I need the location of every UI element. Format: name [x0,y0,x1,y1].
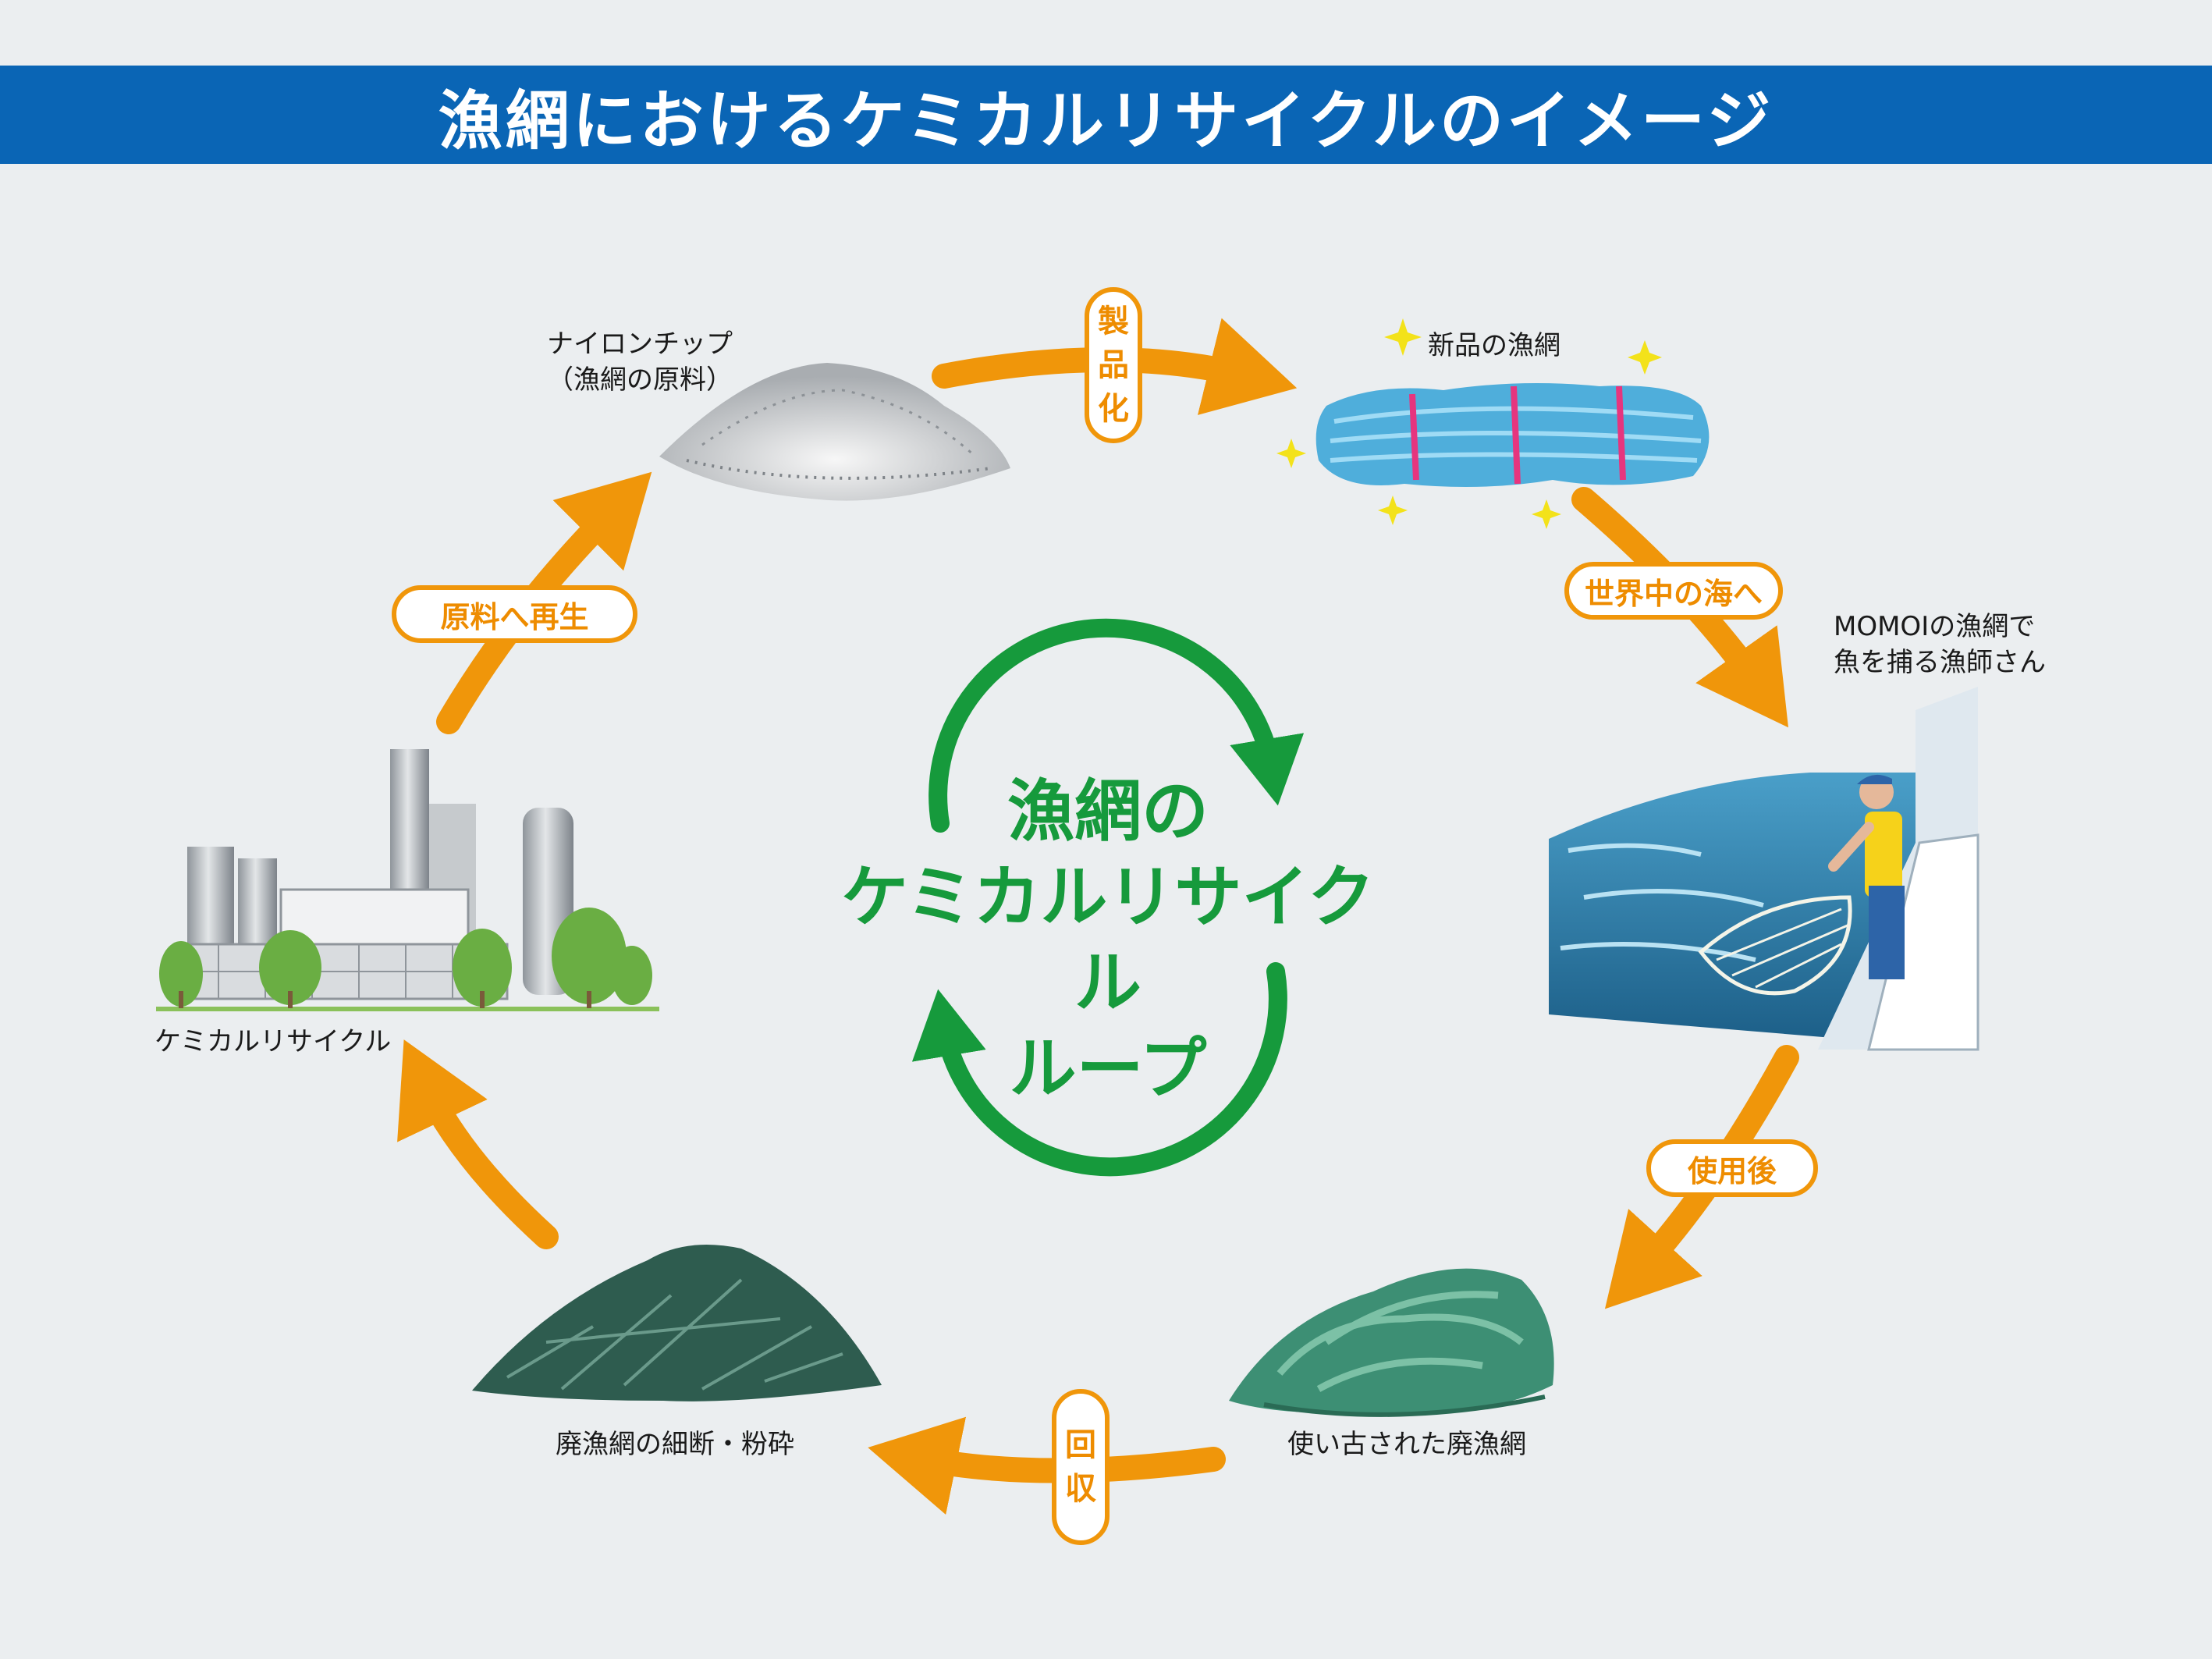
new-net-bundle-image [1276,318,1710,529]
step-char: 製 [1098,304,1129,339]
green-loop-arrow-bottom [911,962,1287,1177]
orange-arrow-to-recycling [397,1039,559,1249]
title-banner: 漁網におけるケミカルリサイクルのイメージ [0,66,2212,164]
center-loop-title: 漁網の ケミカルリサイクル ループ [811,769,1404,1112]
shredded-net-pile-image [472,1245,882,1401]
nylon-chip-caption: ナイロンチップ （漁網の原料） [519,326,761,398]
fisherman-label-line-2: 魚を捕る漁師さん [1834,647,2046,678]
used-net-caption: 使い古された廃漁網 [1287,1429,1526,1460]
new-net-caption: 新品の漁網 [1428,330,1560,361]
step-char: 回 [1065,1427,1096,1463]
recycling-plant-image [156,749,659,1011]
step-pill-productization: 製 品 化 [1085,287,1142,443]
orange-arrow-collection [868,1416,1226,1515]
nylon-chip-label: ナイロンチップ [547,329,733,360]
green-loop-arrow-top [928,618,1305,833]
used-net-pile-image [1229,1268,1554,1417]
shredded-net-caption: 廃漁網の細断・粉砕 [556,1429,794,1460]
step-pill-collection: 回 収 [1052,1389,1110,1545]
center-line-2: ケミカルリサイクル [841,858,1375,1022]
step-pill-regeneration: 原料へ再生 [392,585,637,643]
nylon-chip-sublabel: （漁網の原料） [547,364,733,396]
fisherman-sea-image [1549,687,1979,1051]
step-char: 収 [1065,1471,1096,1507]
center-line-1: 漁網の [1007,773,1209,851]
page-title: 漁網におけるケミカルリサイクルのイメージ [438,83,1774,158]
fisherman-caption: MOMOIの漁網で 魚を捕る漁師さん [1834,609,2046,680]
center-line-3: ループ [1009,1030,1207,1108]
nylon-chip-pile-image [659,363,1010,501]
fisherman-label-line-1: MOMOIの漁網で [1834,611,2036,642]
step-pill-after-use: 使用後 [1646,1139,1818,1197]
step-char: 化 [1098,391,1129,427]
step-pill-to-sea: 世界中の海へ [1564,562,1783,620]
step-char: 品 [1098,347,1129,383]
chemical-recycling-caption: ケミカルリサイクル [154,1026,392,1057]
